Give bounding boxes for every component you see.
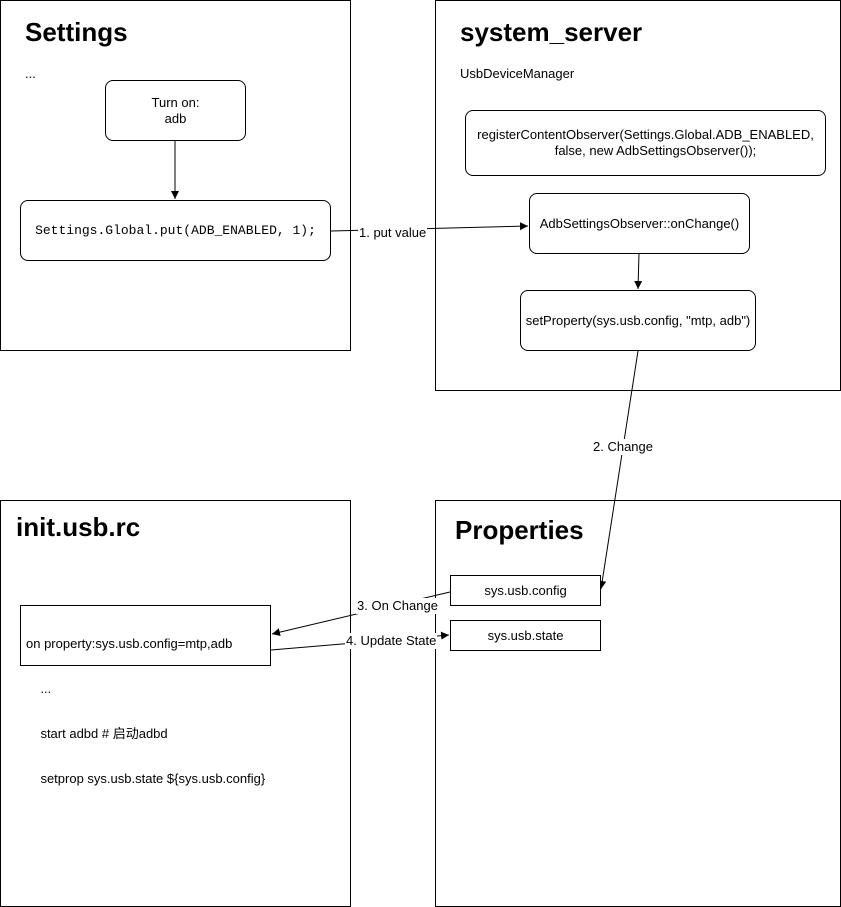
settings-ellipsis: ... xyxy=(25,66,36,81)
init-script-line-1: on property:sys.usb.config=mtp,adb xyxy=(26,636,233,651)
edge-label-put-value: 1. put value xyxy=(358,225,428,241)
sys-usb-config-node: sys.usb.config xyxy=(450,575,601,606)
properties-panel xyxy=(435,500,841,907)
init-usb-rc-title: init.usb.rc xyxy=(16,512,141,542)
init-script-line-2: ... xyxy=(26,681,52,696)
system-server-title: system_server xyxy=(460,17,643,47)
edge-change xyxy=(598,350,639,590)
turn-on-adb-node: Turn on: adb xyxy=(105,80,246,141)
on-change-node: AdbSettingsObserver::onChange() xyxy=(529,193,750,254)
system-server-subtitle: UsbDeviceManager xyxy=(460,66,575,81)
register-observer-node: registerContentObserver(Settings.Global.… xyxy=(465,110,826,176)
edge-label-on-change: 3. On Change xyxy=(356,598,439,614)
register-observer-line1: registerContentObserver(Settings.Global.… xyxy=(477,127,814,142)
settings-put-node: Settings.Global.put(ADB_ENABLED, 1); xyxy=(20,200,331,261)
set-property-node: setProperty(sys.usb.config, "mtp, adb") xyxy=(520,290,756,351)
edge-label-update-state: 4. Update State xyxy=(345,633,438,649)
edge-onchange-to-setproperty xyxy=(634,252,643,290)
edge-label-change: 2. Change xyxy=(592,439,654,455)
sys-usb-state-node: sys.usb.state xyxy=(450,620,601,651)
init-script-line-4: setprop sys.usb.state ${sys.usb.config} xyxy=(26,771,266,786)
register-observer-line2: false, new AdbSettingsObserver()); xyxy=(554,143,757,158)
turn-on-line1: Turn on: xyxy=(151,94,200,110)
properties-title: Properties xyxy=(455,515,584,545)
settings-title: Settings xyxy=(25,17,128,47)
init-script-line-3: start adbd # 启动adbd xyxy=(26,726,168,741)
init-script-node: on property:sys.usb.config=mtp,adb ... s… xyxy=(20,605,271,786)
turn-on-line2: adb xyxy=(164,110,187,126)
